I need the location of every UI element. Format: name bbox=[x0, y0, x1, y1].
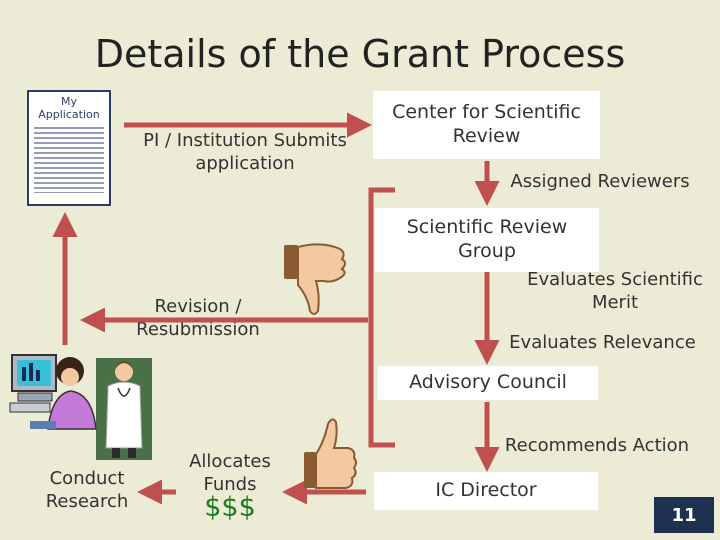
assigned-reviewers-label: Assigned Reviewers bbox=[510, 171, 690, 192]
ic-director-box: IC Director bbox=[374, 472, 598, 510]
thumbs-down-icon bbox=[284, 243, 346, 315]
review-bracket bbox=[368, 187, 395, 448]
advisory-council-label: Advisory Council bbox=[409, 371, 567, 394]
csr-label: Center for Scientific Review bbox=[392, 101, 581, 147]
application-document: My Application bbox=[27, 90, 111, 206]
advisory-council-box: Advisory Council bbox=[378, 366, 598, 400]
submit-label: PI / Institution Submits application bbox=[143, 130, 347, 174]
application-text-lines bbox=[34, 127, 104, 194]
srg-box: Scientific Review Group bbox=[375, 208, 599, 272]
allocates-funds-label: Allocates Funds bbox=[189, 451, 271, 495]
page-title: Details of the Grant Process bbox=[94, 32, 626, 76]
evaluates-merit-label: Evaluates Scientific Merit bbox=[527, 269, 703, 313]
money-label: $$$ bbox=[204, 492, 256, 523]
application-document-label: My Application bbox=[38, 95, 100, 122]
revision-label: Revision / Resubmission bbox=[136, 296, 260, 340]
computer-user-icon bbox=[9, 354, 97, 430]
doctor-icon bbox=[96, 358, 152, 460]
ic-director-label: IC Director bbox=[435, 479, 537, 502]
thumbs-up-icon bbox=[304, 418, 357, 489]
evaluates-relevance-label: Evaluates Relevance bbox=[509, 332, 696, 353]
slide-number-badge: 11 bbox=[654, 497, 714, 533]
conduct-research-label: Conduct Research bbox=[45, 468, 129, 512]
srg-label: Scientific Review Group bbox=[406, 216, 568, 262]
csr-box: Center for Scientific Review bbox=[373, 91, 600, 159]
recommends-action-label: Recommends Action bbox=[504, 435, 690, 456]
